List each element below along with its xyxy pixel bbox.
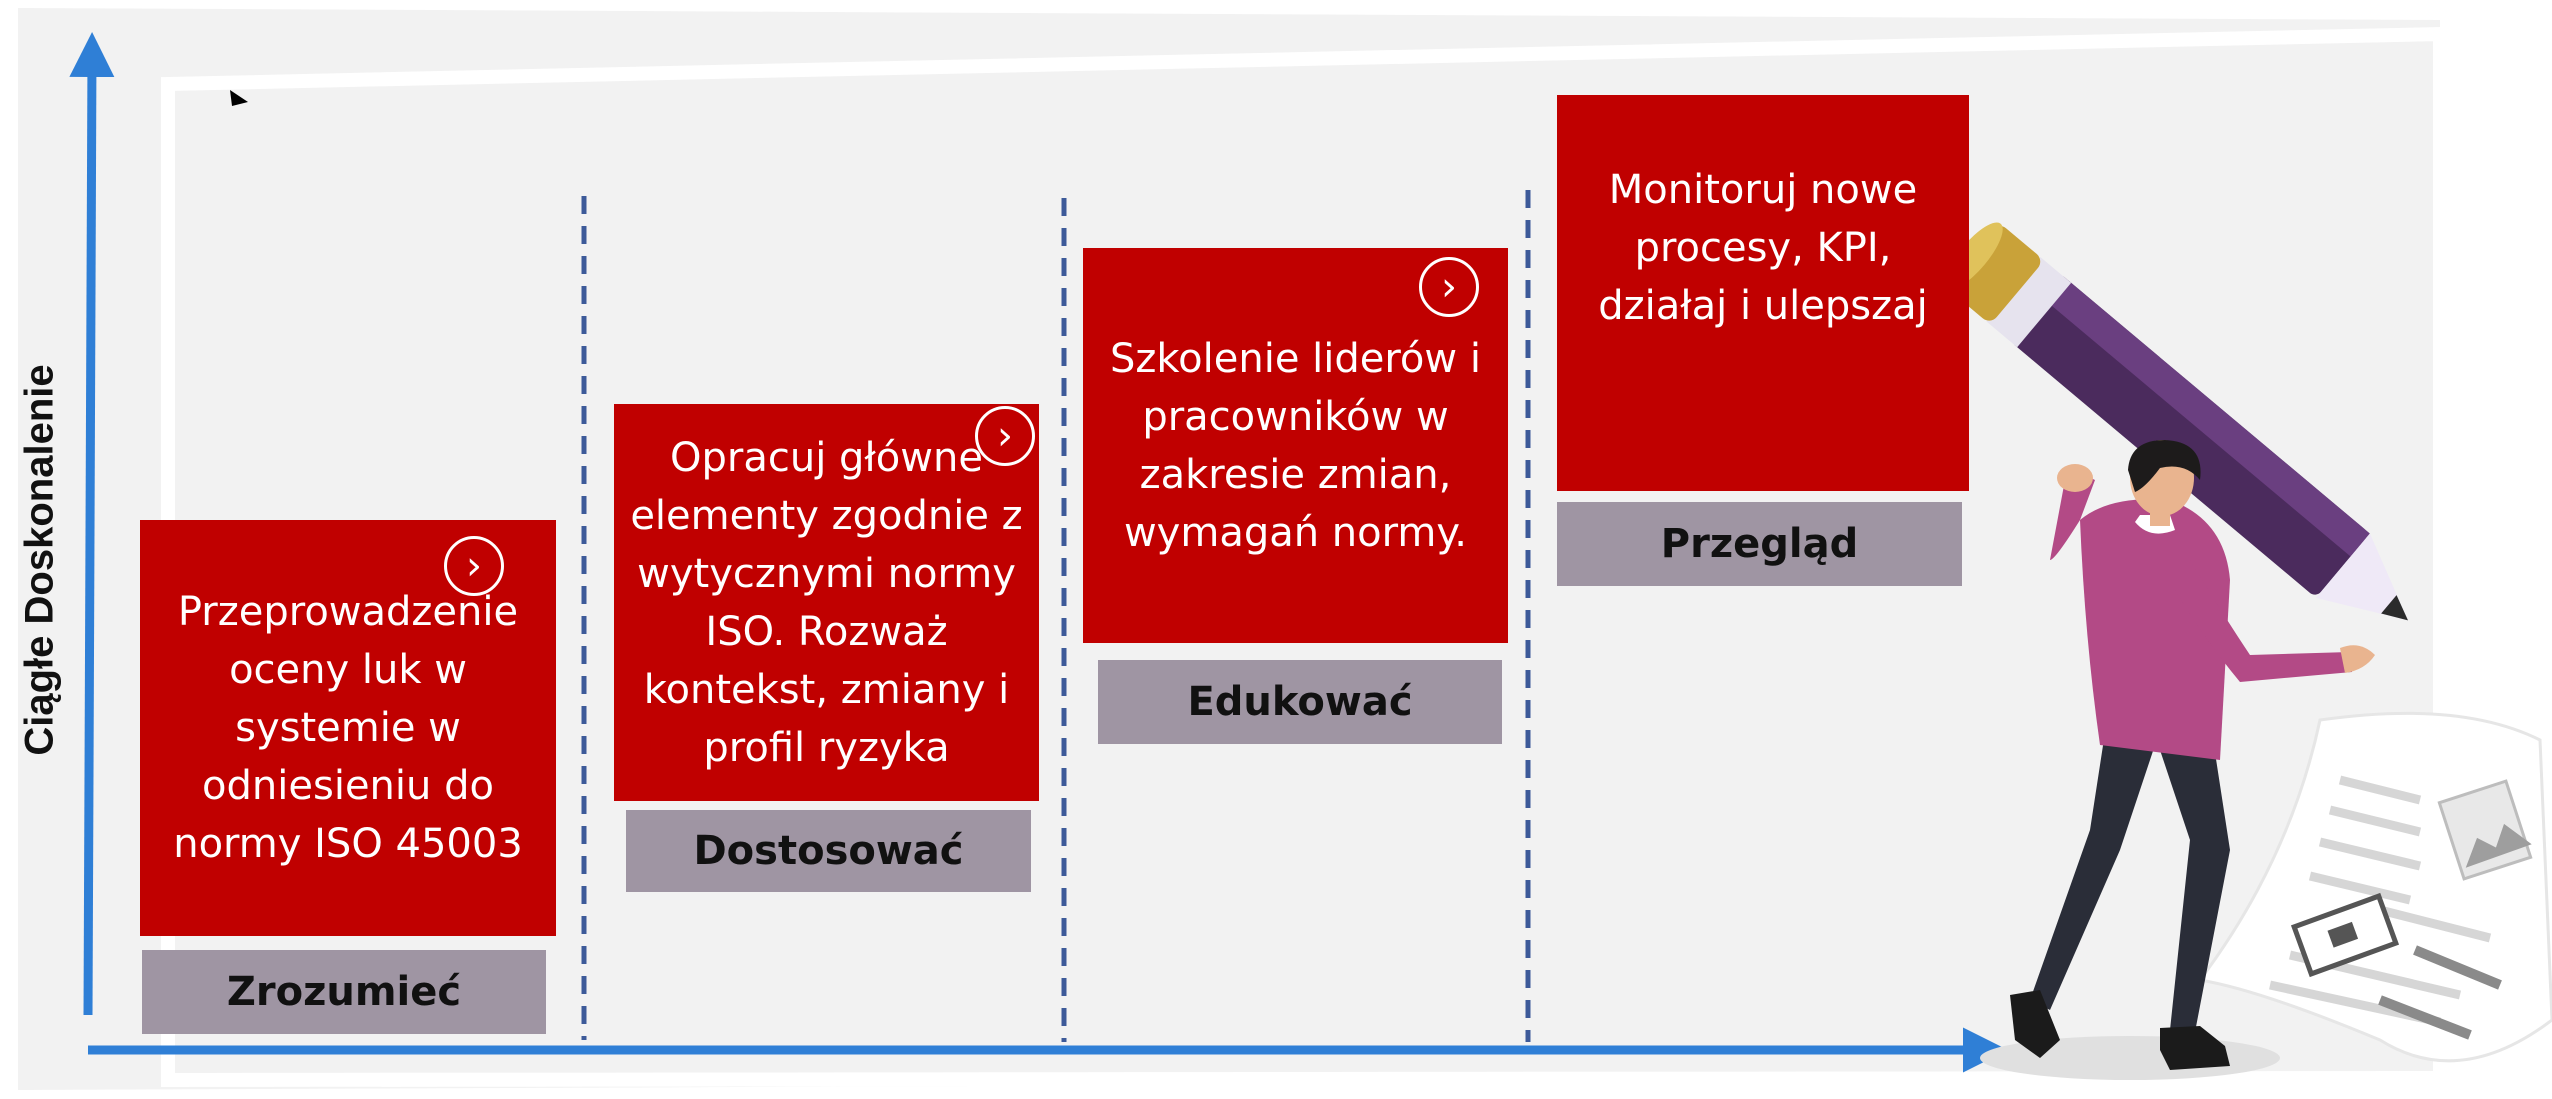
step-3-description: Szkolenie liderów i pracowników w zakres… [1110,330,1481,562]
step-2-line: elementy zgodnie z [630,492,1023,539]
step-2-line: kontekst, zmiany i [643,666,1010,713]
step-4-description: Monitoruj nowe procesy, KPI, działaj i u… [1598,161,1927,335]
step-4-line: Monitoruj nowe [1608,167,1918,213]
step-2-line: profil ryzyka [703,724,950,771]
step-2-line: ISO. Rozważ [705,608,948,655]
chevron-right-circle-icon: › [1419,257,1479,317]
step-2-line: wytycznymi normy [637,550,1016,597]
step-1-description: Przeprowadzenie oceny luk w systemie w o… [173,583,523,873]
step-3-line: pracowników w [1142,393,1449,440]
person-carrying-pencil-illustration [1944,222,2552,1080]
step-4-line: procesy, KPI, [1634,225,1892,271]
step-1-line: oceny luk w [229,647,467,693]
y-axis-label: Ciągłe Doskonalenie [17,364,62,756]
step-2-description-box: Opracuj główne elementy zgodnie z wytycz… [614,404,1039,801]
step-3-line: Szkolenie liderów i [1110,335,1481,382]
step-2-line: Opracuj główne [670,434,983,481]
step-3-line: zakresie zmian, [1139,451,1452,498]
chevron-right-circle-icon: › [444,536,504,596]
step-3-label: Edukować [1098,660,1502,744]
step-1-label: Zrozumieć [142,950,546,1034]
step-1-line: systemie w [235,705,461,751]
step-4-description-box: Monitoruj nowe procesy, KPI, działaj i u… [1557,95,1969,491]
step-1-line: Przeprowadzenie [177,589,519,635]
step-3-line: wymagań normy. [1123,509,1468,556]
step-1-line: odniesieniu do [202,763,494,809]
chevron-right-circle-icon: › [975,406,1035,466]
step-1-line: normy ISO 45003 [173,821,523,867]
step-2-label: Dostosować [626,810,1031,892]
corner-arrowhead [230,90,248,106]
step-4-line: działaj i ulepszaj [1598,283,1928,329]
step-4-label: Przegląd [1557,502,1962,586]
y-axis-arrow [69,32,115,1016]
step-2-description: Opracuj główne elementy zgodnie z wytycz… [630,429,1022,777]
